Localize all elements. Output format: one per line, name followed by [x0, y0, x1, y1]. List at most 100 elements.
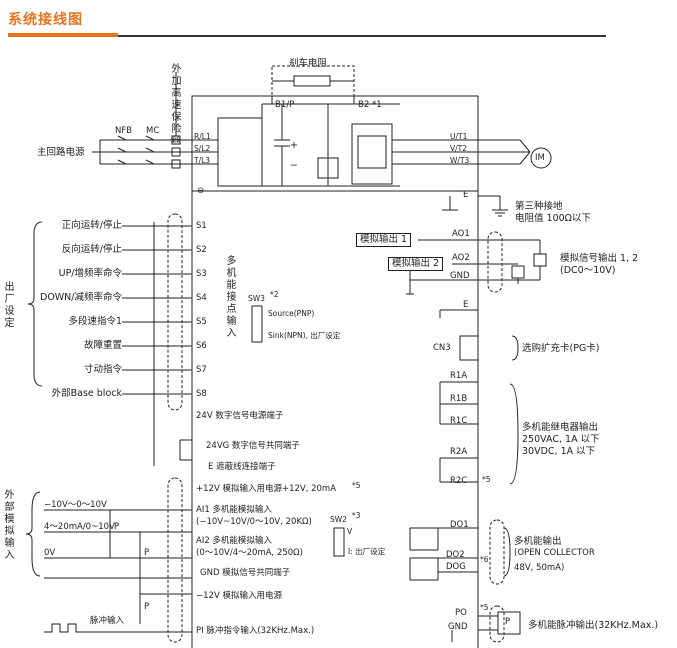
do-type: (OPEN COLLECTOR — [514, 548, 595, 558]
terminal-pi: PI 脉冲指令输入(32KHz.Max.) — [196, 626, 315, 636]
ao-e-terminal: E — [463, 300, 469, 310]
sw3-pnp: Source(PNP) — [268, 309, 315, 318]
input-label-3: UP/增频率命令 — [58, 268, 122, 279]
sw2-note: *3 — [352, 511, 361, 520]
output-w: W/T3 — [450, 156, 470, 165]
sw3-npn: Sink(NPN), 出厂设定 — [268, 331, 341, 340]
analog-range-3: 0V — [44, 548, 56, 558]
main-power-label: 主回路电源 — [37, 147, 85, 158]
relay-ac-rating: 250VAC, 1A 以下 — [522, 434, 600, 445]
pg-card-label: 选购扩充卡(PG卡) — [522, 343, 600, 354]
input-label-1: 正向运转/停止 — [61, 220, 122, 231]
title-rule — [8, 35, 606, 37]
p12v-note: *5 — [352, 481, 361, 490]
input-label-2: 反向运转/停止 — [61, 244, 122, 255]
brake-resistor — [293, 75, 331, 87]
terminal-s7: S7 — [196, 365, 207, 375]
multi-input-label: 多机能接点输入 — [226, 256, 237, 339]
shield-p-2: P — [144, 548, 150, 558]
terminal-p12v: +12V 模拟输入用电源+12V, 20mA — [196, 484, 337, 494]
terminal-shield: E 遮蔽线连接端子 — [208, 462, 276, 472]
r1b-terminal: R1B — [450, 394, 468, 404]
ao1-terminal: AO1 — [452, 229, 470, 239]
ao-range: (DC0～10V) — [560, 265, 616, 276]
dc-plus: + — [290, 140, 298, 151]
input-label-4: DOWN/减频率命令 — [40, 292, 122, 303]
input-label-5: 多段速指令1 — [68, 316, 122, 327]
dc-minus: − — [290, 160, 298, 171]
po-desc: 多机能脉冲输出(32KHz.Max.) — [528, 620, 659, 631]
input-t: T/L3 — [194, 156, 211, 165]
terminal-ai2: AI2 多机能模拟输入 — [196, 536, 272, 546]
po-gnd-terminal: GND — [448, 622, 468, 632]
sw2-label: SW2 — [330, 515, 347, 524]
terminal-s5: S5 — [196, 317, 207, 327]
terminal-s8: S8 — [196, 389, 207, 399]
do-title: 多机能输出 — [514, 536, 562, 547]
cn3-label: CN3 — [433, 343, 451, 353]
ground-resistance-label: 电阻值 100Ω以下 — [515, 213, 591, 224]
r1a-terminal: R1A — [450, 371, 468, 381]
terminal-m12v: −12V 模拟输入用电源 — [196, 591, 282, 601]
relay-title: 多机能继电器输出 — [522, 422, 599, 433]
mc-label: MC — [146, 126, 160, 136]
relay-note: *5 — [482, 475, 491, 484]
motor-label: IM — [535, 153, 545, 163]
external-analog-label: 外部模拟输入 — [4, 490, 15, 561]
terminal-24v: 24V 数字信号电源端子 — [196, 411, 284, 421]
sw3-note: *2 — [270, 290, 279, 299]
input-label-8: 外部Base block — [51, 388, 122, 399]
terminal-ai1-range: (−10V~10V/0～10V, 20KΩ) — [196, 517, 312, 527]
terminal-gnd: GND 模拟信号共同端子 — [200, 568, 291, 578]
brake-resistor-label: 刹车电阻 — [289, 58, 328, 69]
po-note: *5 — [480, 603, 489, 612]
factory-setting-label: 出厂设定 — [4, 282, 15, 329]
analog-range-1: −10V～0～10V — [44, 500, 107, 510]
r1c-terminal: R1C — [450, 416, 468, 426]
analog-range-2: 4～20mA/0~10V — [44, 522, 115, 532]
ground-e-label: E — [463, 190, 469, 200]
ao-desc: 模拟信号输出 1, 2 — [560, 253, 639, 264]
b1p-terminal: B1/P — [275, 100, 295, 110]
po-terminal: PO — [455, 608, 467, 618]
inverter-power-section — [191, 95, 479, 192]
dog-terminal: DOG — [446, 562, 466, 572]
r2a-terminal: R2A — [450, 447, 468, 457]
sw2-i: I: 出厂设定 — [348, 547, 386, 556]
shield-p-3: P — [144, 602, 150, 612]
output-v: V/T2 — [450, 144, 468, 153]
ao2-terminal: AO2 — [452, 253, 470, 263]
input-label-7: 寸动指令 — [83, 364, 122, 375]
do-rating: 48V, 50mA) — [514, 563, 565, 573]
input-r: R/L1 — [194, 132, 211, 141]
terminal-s6: S6 — [196, 341, 207, 351]
nfb-label: NFB — [115, 126, 133, 136]
input-label-6: 故障重置 — [83, 340, 122, 351]
b2-terminal: B2 *1 — [358, 100, 382, 110]
input-s: S/L2 — [194, 144, 211, 153]
output-u: U/T1 — [450, 132, 468, 141]
terminal-ai2-range: (0～10V/4～20mA, 250Ω) — [196, 548, 303, 558]
terminal-s4: S4 — [196, 293, 207, 303]
terminal-ai1: AI1 多机能模拟输入 — [196, 505, 272, 515]
third-ground-label: 第三种接地 — [515, 201, 563, 212]
po-p-label: P — [505, 617, 511, 627]
relay-dc-rating: 30VDC, 1A 以下 — [522, 446, 596, 457]
sw3-label: SW3 — [248, 294, 265, 303]
ao2-box: 模拟输出 2 — [388, 257, 444, 271]
terminal-s1: S1 — [196, 221, 207, 231]
r2c-terminal: R2C — [450, 476, 468, 486]
shield-p-1: P — [114, 522, 120, 532]
fuse-label: 外加高速保险丝 — [171, 64, 182, 147]
terminal-s2: S2 — [196, 245, 207, 255]
pulse-input-label: 脉冲输入 — [90, 616, 125, 626]
terminal-s3: S3 — [196, 269, 207, 279]
ground-symbol: ⊖ — [197, 186, 205, 196]
ao1-box: 模拟输出 1 — [356, 233, 412, 247]
page-title: 系统接线图 — [8, 12, 83, 28]
motor-symbol — [530, 147, 552, 169]
terminal-24vg: 24VG 数字信号共同端子 — [206, 441, 300, 451]
sw2-v: V — [347, 527, 353, 536]
